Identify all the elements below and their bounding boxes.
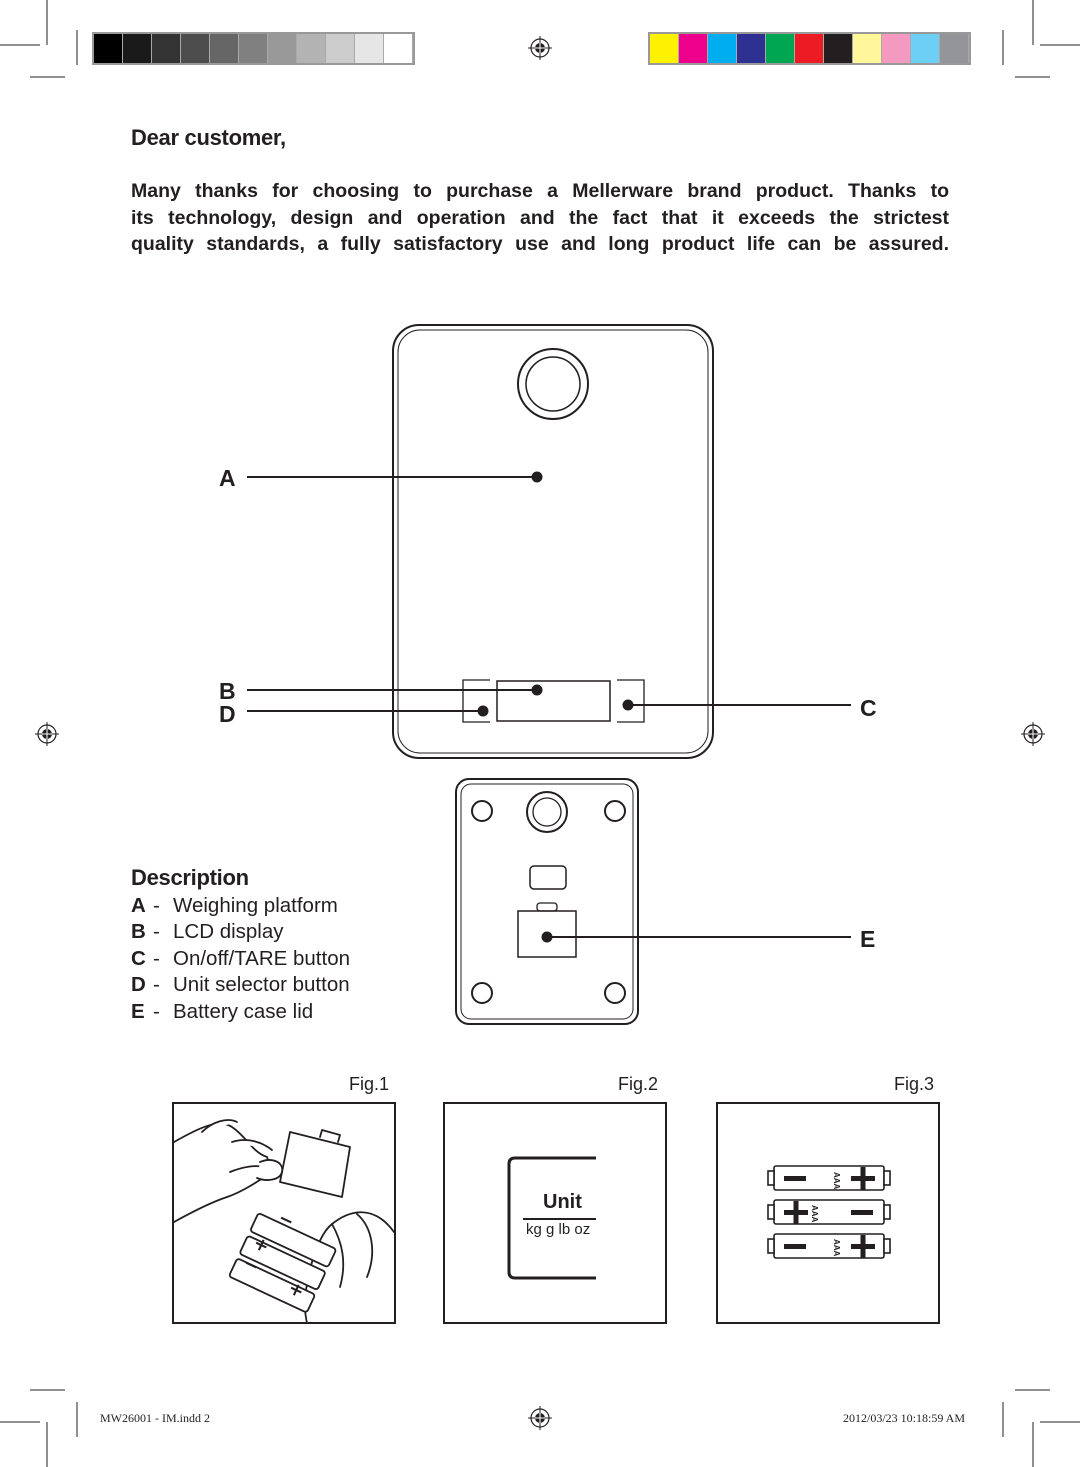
description-key: D [131,973,146,996]
color-swatch [123,34,152,63]
scale-bottom-view-outline [455,778,639,1025]
intro-paragraph: Many thanks for choosing to purchase a M… [131,178,949,258]
figure-2-label: Fig.2 [618,1074,659,1094]
intro-line: quality standards, a fully satisfactory … [131,233,949,255]
scale-hanging-hole [517,348,589,420]
color-swatch [326,34,355,63]
figure-3-battery-orientation-illustration: AAA AAA AAA [716,1102,940,1324]
registration-mark-icon [1021,722,1045,746]
color-swatch [181,34,210,63]
footer-file-slug: MW26001 - IM.indd 2 [100,1411,210,1425]
description-item: A-Weighing platform [131,894,338,917]
scale-top-view-diagram [247,324,851,1025]
callout-label-b: B [219,678,236,704]
battery-type-label: AAA [832,1239,841,1257]
lcd-display-window [496,680,611,722]
color-swatch [355,34,384,63]
process-color-bar [648,32,971,65]
callout-label-c: C [860,695,877,721]
description-item: C-On/off/TARE button [131,947,351,970]
registration-mark-icon [528,1406,552,1430]
callout-label-d: D [219,701,236,727]
color-swatch [795,34,824,63]
color-swatch [824,34,853,63]
scale-platform-outline [392,324,714,759]
figure-1-label: Fig.1 [349,1074,390,1094]
description-label: Unit selector button [173,973,350,996]
figure-1-battery-insertion-illustration: − + − + [172,1102,396,1324]
intro-line: its technology, design and operation and… [131,206,949,229]
description-label: Battery case lid [173,1000,314,1023]
description-title: Description [131,865,249,890]
figure-2-unit-button-illustration [443,1102,667,1324]
battery-type-label: AAA [832,1172,841,1190]
color-swatch [384,34,413,63]
callout-label-e: E [860,926,876,952]
color-swatch [882,34,911,63]
battery-lid-in-hand [279,1131,351,1198]
callout-label-a: A [219,465,236,491]
color-swatch [766,34,795,63]
color-swatch [152,34,181,63]
description-item: D-Unit selector button [131,973,350,996]
color-swatch [268,34,297,63]
color-swatch [239,34,268,63]
color-swatch [708,34,737,63]
color-swatch [297,34,326,63]
footer-timestamp: 2012/03/23 10:18:59 AM [843,1411,966,1425]
description-key: C [131,947,146,970]
color-swatch [210,34,239,63]
description-label: LCD display [173,920,284,943]
unit-button-options: kg g lb oz [526,1221,591,1238]
color-swatch [853,34,882,63]
description-key: A [131,894,146,917]
description-key: E [131,1000,145,1023]
color-swatch [737,34,766,63]
intro-line: Many thanks for choosing to purchase a M… [131,180,949,202]
description-label: On/off/TARE button [173,947,351,970]
unit-button-title: Unit [543,1191,582,1213]
color-swatch [94,34,123,63]
battery-type-label: AAA [810,1205,819,1223]
description-label: Weighing platform [173,894,338,917]
color-swatch [940,34,969,63]
figure-3-label: Fig.3 [894,1074,935,1094]
color-swatch [911,34,940,63]
description-item: E-Battery case lid [131,1000,314,1023]
registration-mark-icon [528,36,552,60]
page-title: Dear customer, [131,125,286,150]
color-swatch [650,34,679,63]
color-swatch [679,34,708,63]
description-item: B-LCD display [131,920,284,943]
grayscale-color-bar [92,32,415,65]
registration-mark-icon [35,722,59,746]
description-key: B [131,920,146,943]
